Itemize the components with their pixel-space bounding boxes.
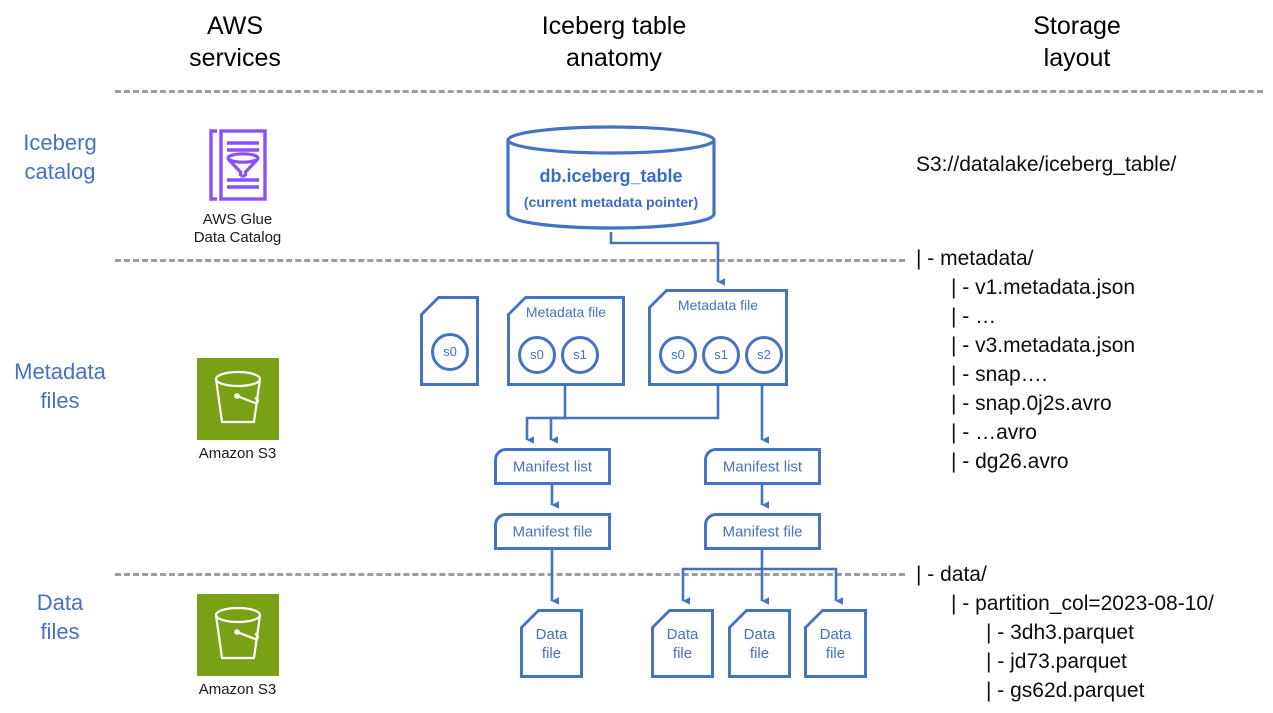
manifest-file-left-box[interactable]: Manifest file xyxy=(494,513,611,550)
manifest-list-left-box[interactable]: Manifest list xyxy=(494,448,611,485)
snapshot-s0[interactable]: s0 xyxy=(431,333,469,371)
amazon-s3-bucket-icon xyxy=(196,594,279,676)
snapshot-s1[interactable]: s1 xyxy=(561,336,599,374)
column-header-iceberg-anatomy: Iceberg table anatomy xyxy=(541,12,687,72)
aws-glue-service: AWS Glue Data Catalog xyxy=(170,128,305,247)
manifest-list-right-label: Manifest list xyxy=(722,458,803,475)
aws-glue-data-catalog-icon xyxy=(207,129,269,206)
divider-metadata-data xyxy=(115,573,905,576)
iceberg-catalog-table-cylinder[interactable]: db.iceberg_table (current metadata point… xyxy=(505,124,717,230)
manifest-file-left-label: Manifest file xyxy=(512,523,593,540)
data-file-4-box[interactable]: Data file xyxy=(804,609,867,678)
amazon-s3-caption-metadata: Amazon S3 xyxy=(198,445,277,462)
amazon-s3-caption-data: Amazon S3 xyxy=(198,681,277,698)
manifest-file-right-label: Manifest file xyxy=(722,523,803,540)
storage-data-tree: | - data/ | - partition_col=2023-08-10/ … xyxy=(916,563,1214,702)
manifest-list-left-label: Manifest list xyxy=(512,458,593,475)
row-label-metadata-files: Metadata files xyxy=(14,359,106,413)
row-label-data-files: Data files xyxy=(36,590,84,644)
snapshot-s0[interactable]: s0 xyxy=(659,336,697,374)
snapshot-s0[interactable]: s0 xyxy=(518,336,556,374)
amazon-s3-service-data: Amazon S3 xyxy=(170,594,305,699)
column-header-aws-services: AWS services xyxy=(189,12,281,72)
divider-catalog-metadata xyxy=(115,259,905,262)
snapshot-s1[interactable]: s1 xyxy=(702,336,740,374)
metadata-file-v3-title: Metadata file xyxy=(677,297,759,313)
column-header-storage-layout: Storage layout xyxy=(1033,12,1121,72)
metadata-file-v1-box[interactable]: s0 xyxy=(420,296,479,386)
metadata-file-v3-box[interactable]: Metadata file s0 s1 s2 xyxy=(648,289,788,386)
data-file-2-box[interactable]: Data file xyxy=(651,609,714,678)
data-file-3-box[interactable]: Data file xyxy=(728,609,791,678)
amazon-s3-bucket-icon xyxy=(196,358,279,440)
manifest-list-right-box[interactable]: Manifest list xyxy=(704,448,821,485)
row-label-iceberg-catalog: Iceberg catalog xyxy=(23,130,97,184)
divider-header xyxy=(115,90,1263,93)
data-file-3-label: Data file xyxy=(743,625,776,662)
snapshot-s2[interactable]: s2 xyxy=(745,336,783,374)
amazon-s3-service-metadata: Amazon S3 xyxy=(170,358,305,463)
manifest-file-right-box[interactable]: Manifest file xyxy=(704,513,821,550)
storage-metadata-tree: | - metadata/ | - v1.metadata.json | - …… xyxy=(916,247,1136,473)
data-file-4-label: Data file xyxy=(819,625,852,662)
aws-glue-caption: AWS Glue Data Catalog xyxy=(193,211,282,246)
metadata-file-v2-box[interactable]: Metadata file s0 s1 xyxy=(507,296,625,386)
data-file-1-label: Data file xyxy=(535,625,568,662)
storage-root-path: S3://datalake/iceberg_table/ xyxy=(916,153,1177,176)
data-file-1-box[interactable]: Data file xyxy=(520,609,583,678)
data-file-2-label: Data file xyxy=(666,625,699,662)
metadata-file-v2-title: Metadata file xyxy=(525,304,607,320)
